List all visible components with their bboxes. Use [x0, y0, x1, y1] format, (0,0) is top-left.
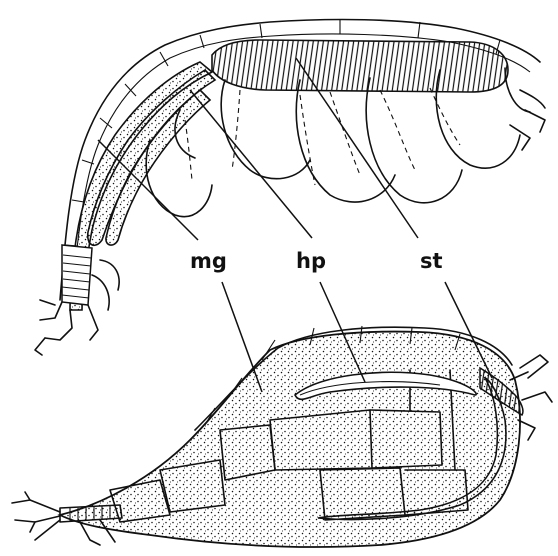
upper-stomach — [212, 40, 508, 92]
lower-body-outline — [60, 332, 520, 547]
labels: mg hp st — [190, 249, 443, 273]
lower-leader-mg — [222, 282, 262, 392]
upper-esophagus — [62, 245, 92, 305]
label-hp: hp — [296, 249, 326, 273]
upper-specimen — [35, 19, 545, 355]
label-st: st — [420, 249, 443, 273]
lower-specimen — [12, 282, 552, 547]
upper-tail-fan — [510, 90, 545, 150]
upper-leader-hp — [190, 90, 312, 238]
label-mg: mg — [190, 249, 227, 273]
